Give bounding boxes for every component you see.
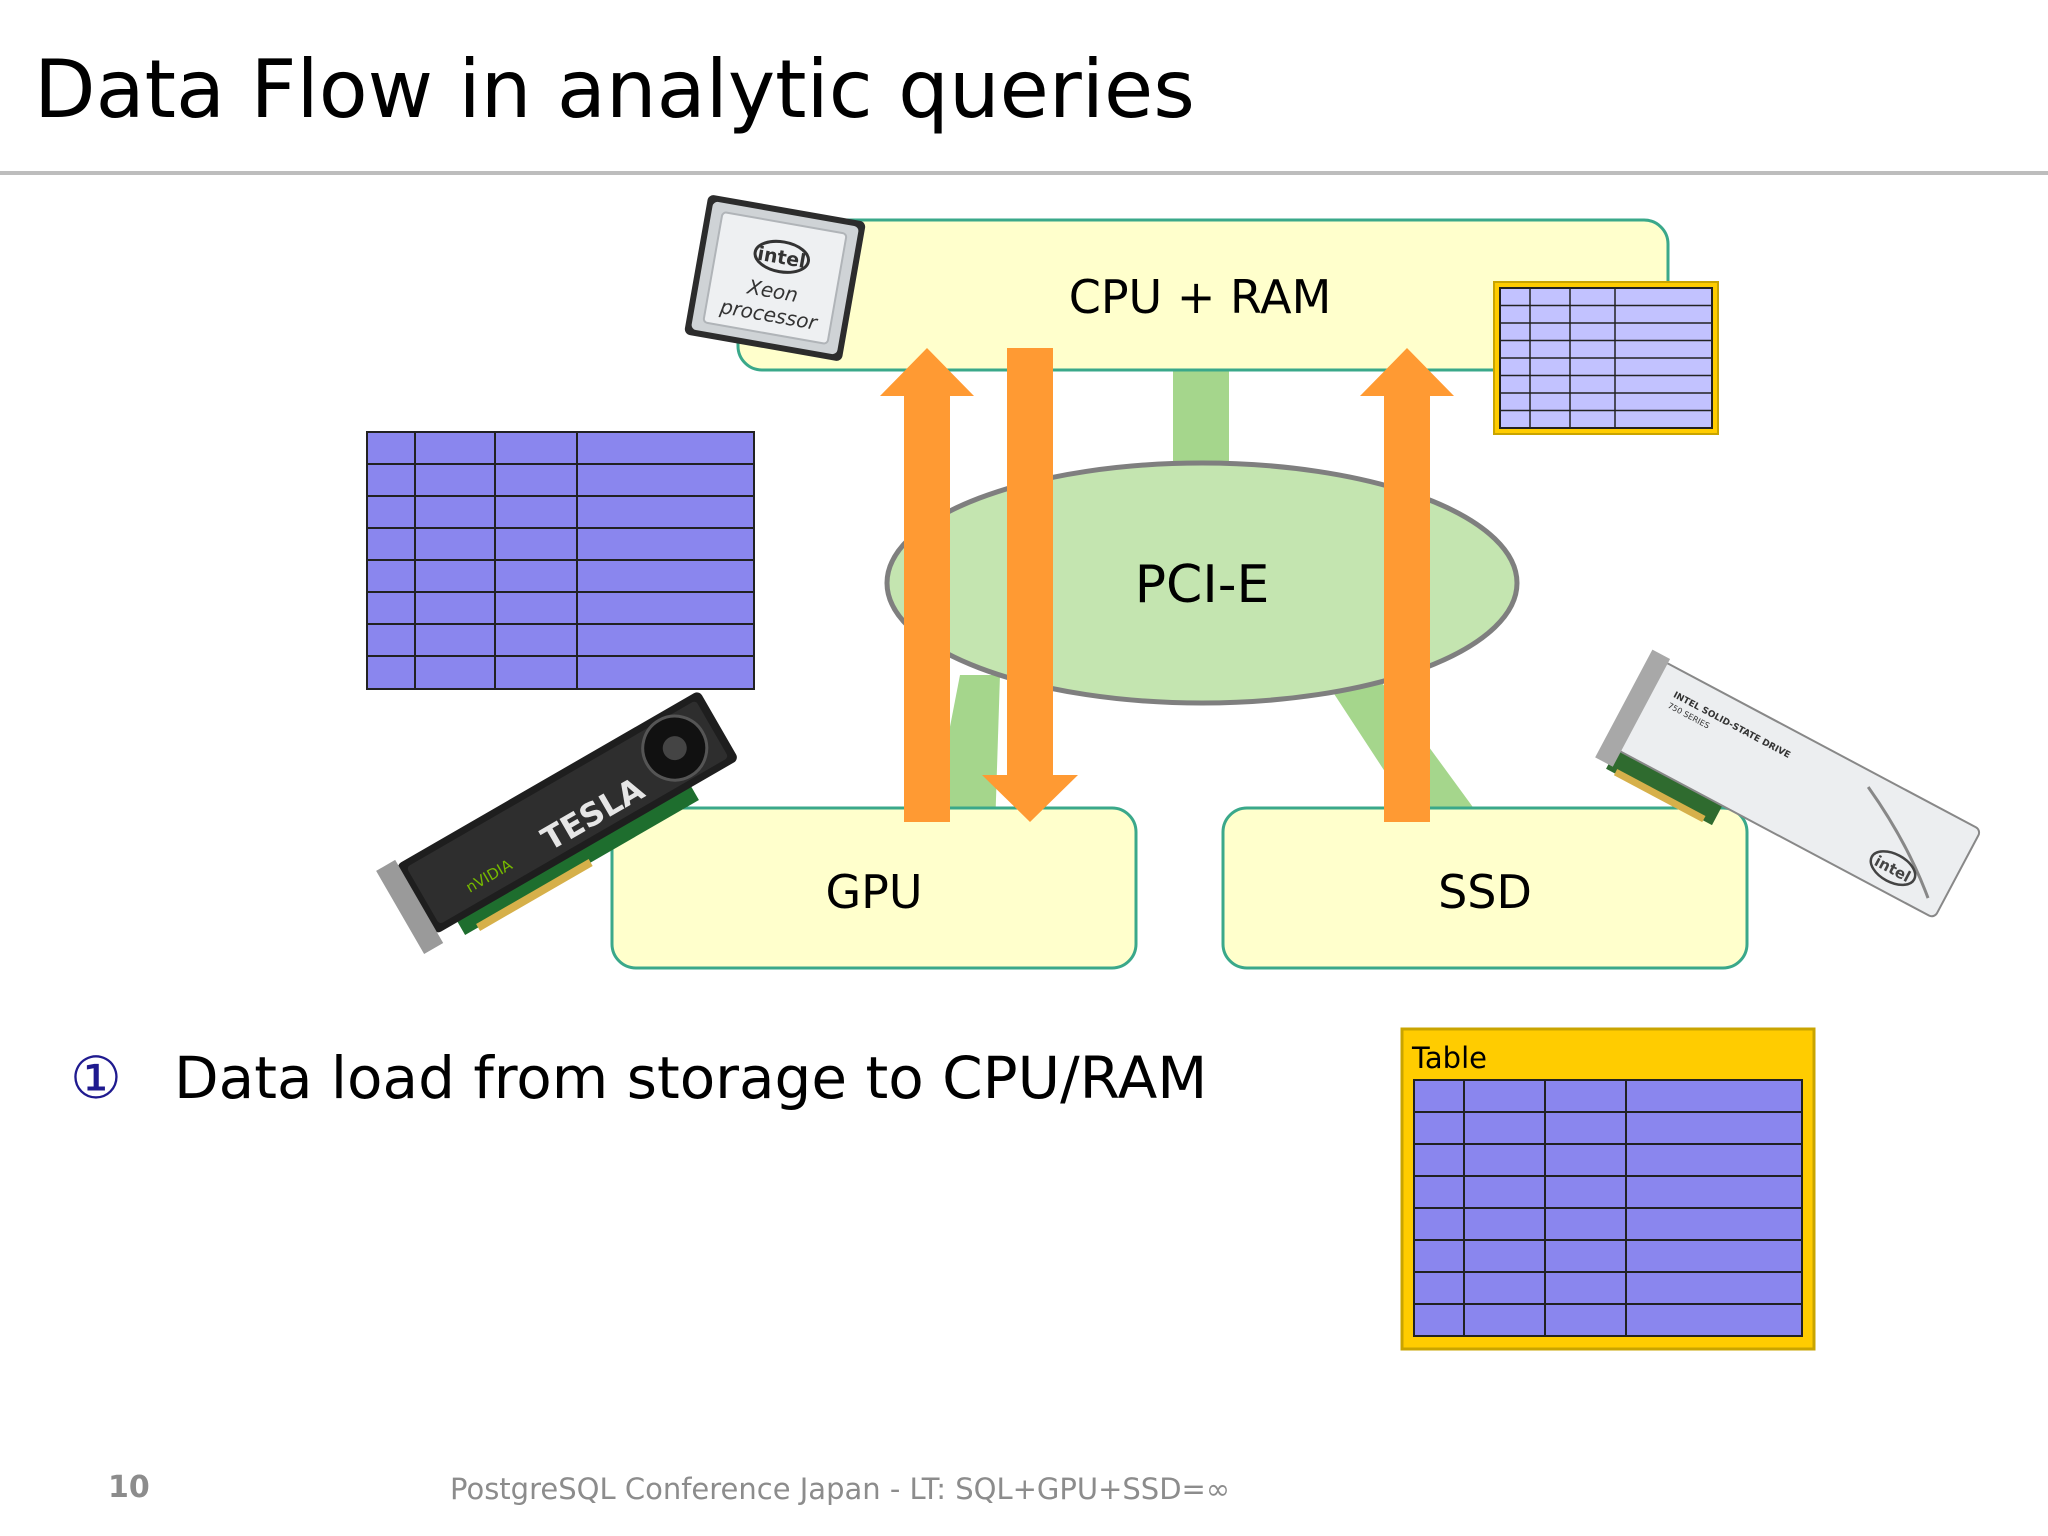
xeon-chip-icon: intel Xeon processor	[684, 195, 866, 361]
gpu-label: GPU	[825, 865, 922, 919]
storage-table-caption: Table	[1411, 1041, 1487, 1075]
slide-title: Data Flow in analytic queries	[34, 43, 1195, 136]
cpu-to-gpu-arrow	[982, 348, 1078, 822]
footer-text: PostgreSQL Conference Japan - LT: SQL+GP…	[450, 1472, 1230, 1506]
bullet-step-1: ① Data load from storage to CPU/RAM	[70, 1038, 1207, 1118]
pci-e-label: PCI-E	[1135, 555, 1270, 615]
ssd-box	[1221, 806, 1749, 970]
ssd-to-cpu-arrow	[1360, 348, 1454, 822]
title-divider	[0, 171, 2048, 175]
ram-table-grid	[1500, 288, 1712, 428]
bullet-number: ①	[70, 1044, 122, 1112]
tesla-gpu-card-icon: nVIDIA TESLA	[376, 692, 737, 955]
gpu-to-cpu-arrow	[880, 348, 974, 822]
bullet-text: Data load from storage to CPU/RAM	[174, 1044, 1208, 1112]
cpu-pci-link	[1173, 368, 1229, 468]
intel-ssd-card-icon: intel INTEL SOLID-STATE DRIVE 750 SERIES	[1595, 649, 1981, 918]
ssd-label: SSD	[1438, 865, 1532, 919]
gpu-side-table-grid	[367, 432, 754, 689]
cpu-ram-label: CPU + RAM	[1069, 270, 1332, 324]
gpu-box	[610, 806, 1138, 970]
storage-table-grid	[1414, 1080, 1802, 1336]
page-number: 10	[108, 1470, 150, 1505]
